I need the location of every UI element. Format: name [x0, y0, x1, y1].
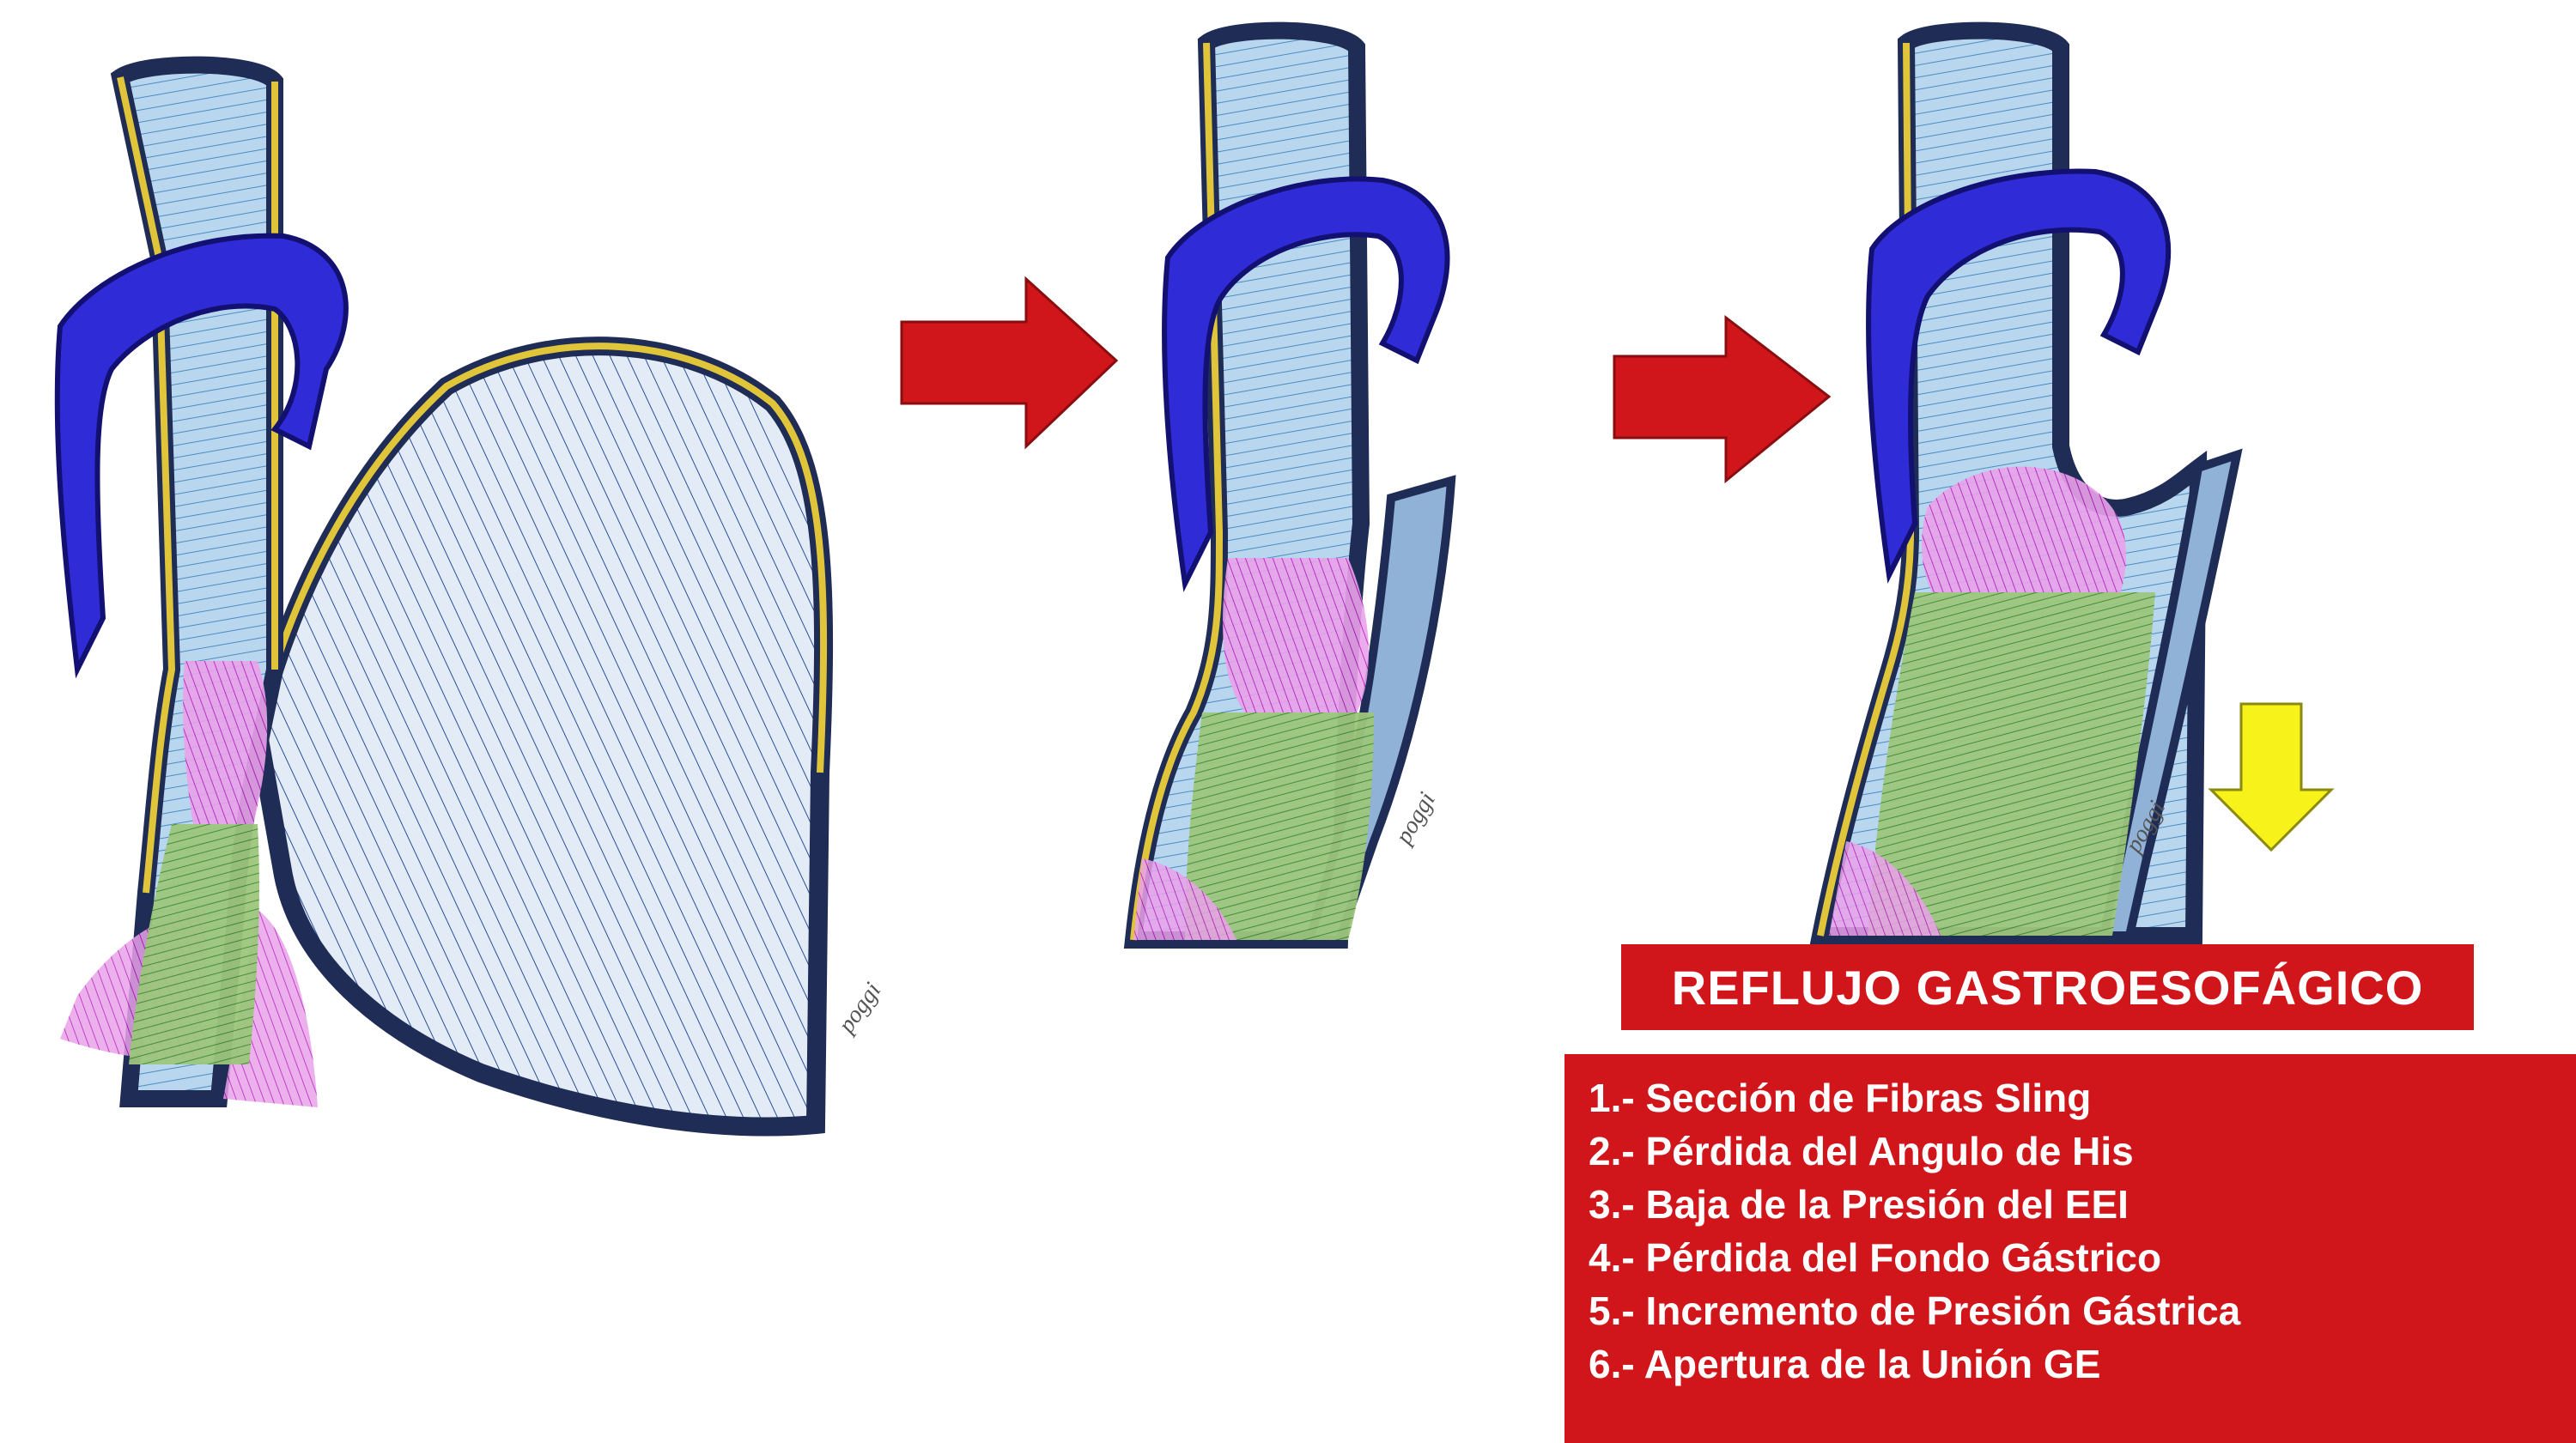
diagram-title: REFLUJO GASTROESOFÁGICO [1621, 944, 2474, 1030]
panel-1-normal-anatomy: poggi [58, 65, 887, 1127]
oblique-fibres-3 [1868, 592, 2155, 936]
stomach-fundus [258, 346, 823, 1126]
causes-list: 1.- Sección de Fibras Sling 2.- Pérdida … [1589, 1071, 2576, 1391]
red-arrow-icon [1614, 318, 1829, 481]
cause-item-6: 6.- Apertura de la Unión GE [1589, 1337, 2576, 1391]
lower-sphincter-fibres-1 [183, 661, 267, 824]
cause-item-4: 4.- Pérdida del Fondo Gástrico [1589, 1231, 2576, 1284]
panel-3-reflux: poggi [1820, 31, 2237, 936]
artist-signature-2: poggi [1389, 788, 1441, 850]
cause-item-2: 2.- Pérdida del Angulo de His [1589, 1125, 2576, 1178]
yellow-down-arrow-icon [2211, 704, 2331, 850]
lower-sphincter-fibres-2 [1223, 558, 1369, 712]
cause-item-5: 5.- Incremento de Presión Gástrica [1589, 1284, 2576, 1337]
red-arrow-icon [902, 279, 1116, 446]
cause-item-1: 1.- Sección de Fibras Sling [1589, 1071, 2576, 1125]
causes-list-panel: 1.- Sección de Fibras Sling 2.- Pérdida … [1564, 1054, 2576, 1443]
panel-2-sling-section: poggi [1133, 31, 1451, 940]
artist-signature-1: poggi [832, 978, 886, 1040]
cause-item-3: 3.- Baja de la Presión del EEI [1589, 1178, 2576, 1231]
